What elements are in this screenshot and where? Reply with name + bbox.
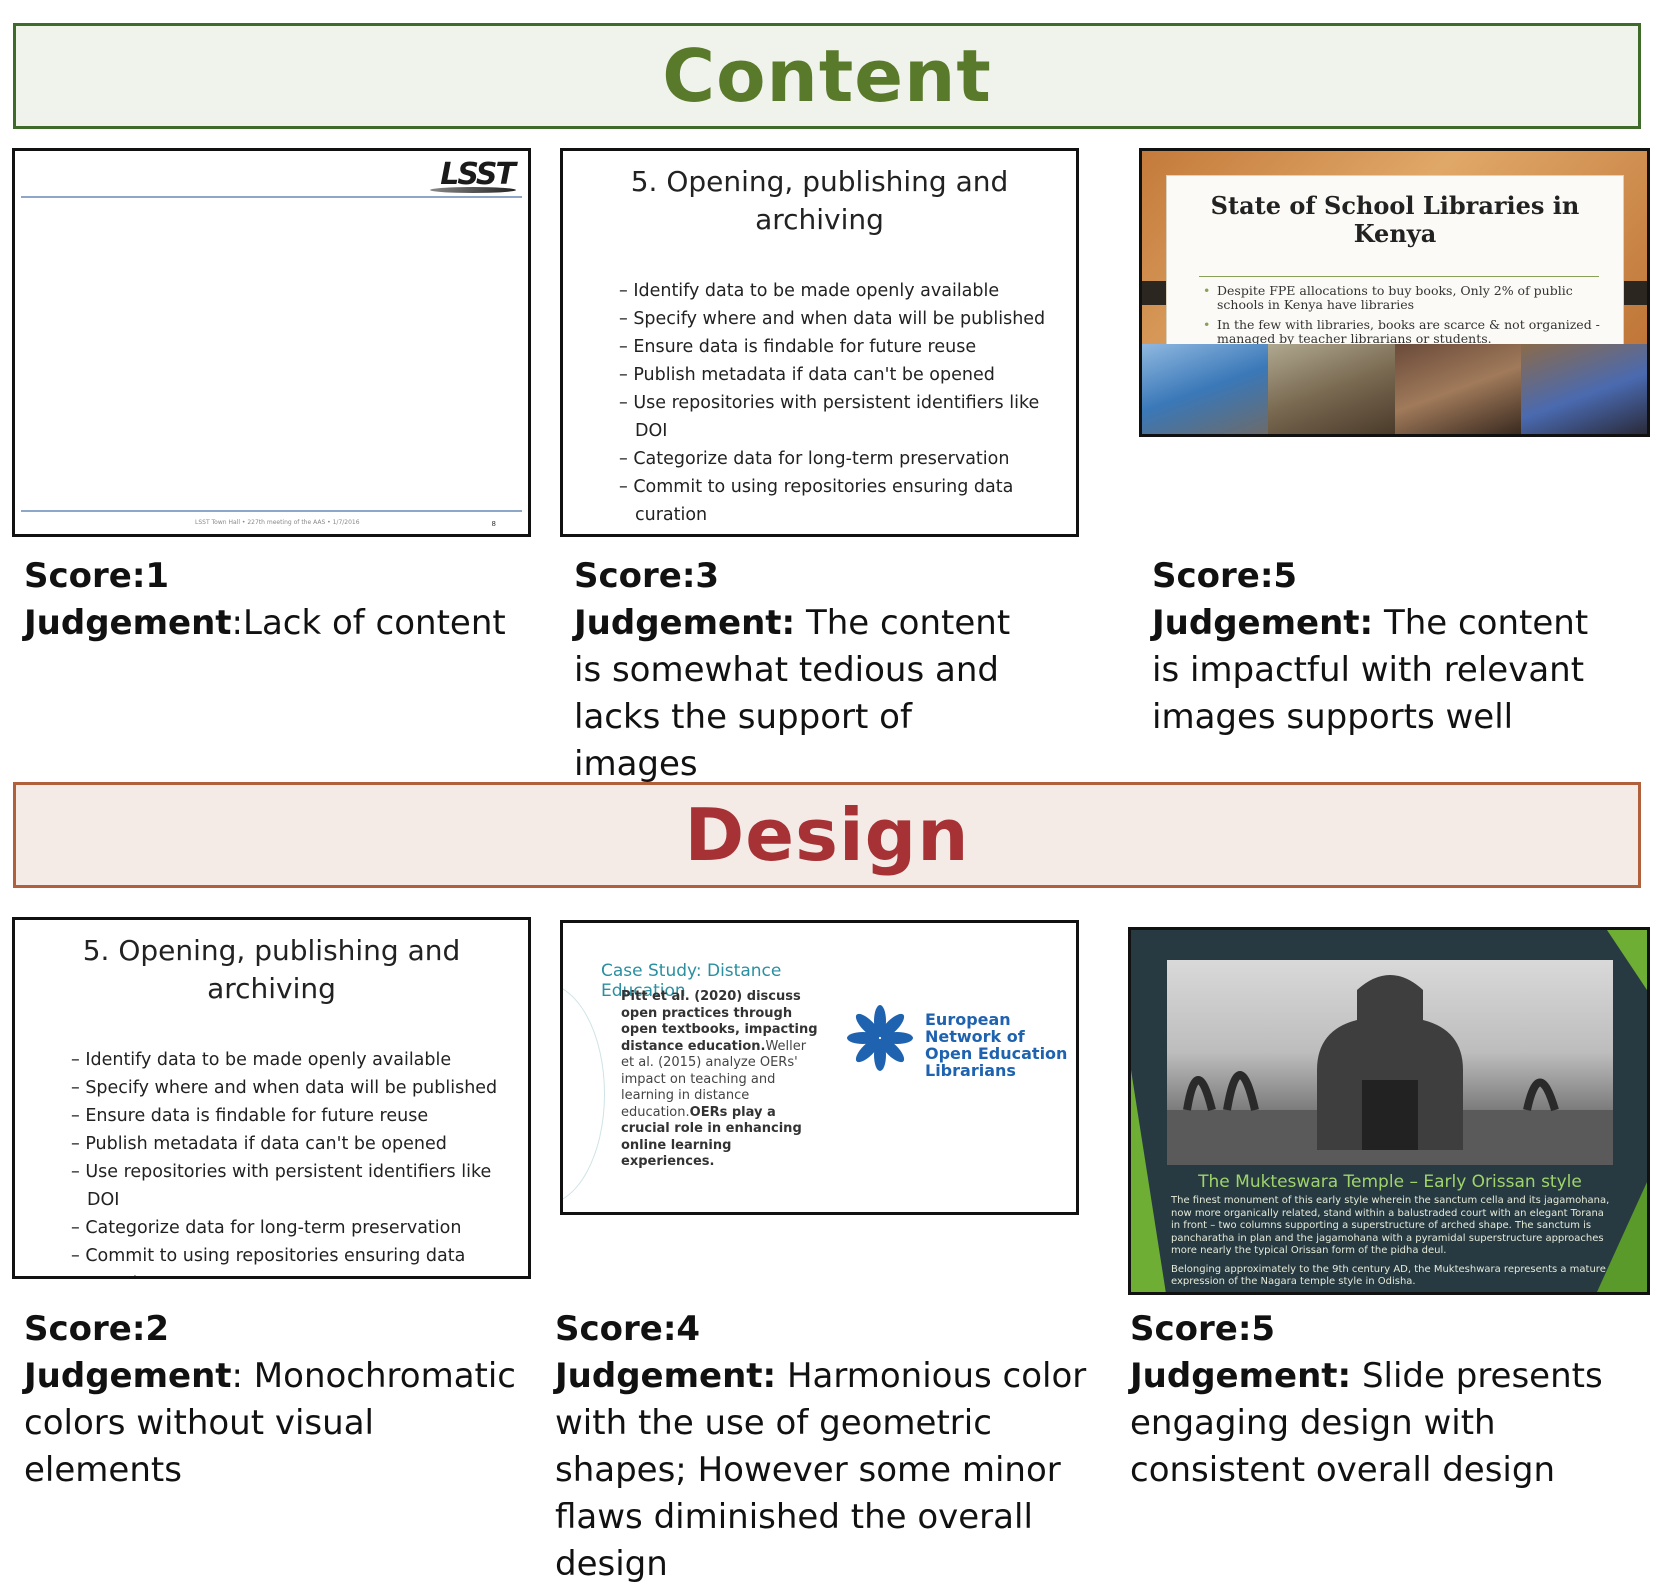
design-section-banner: Design — [13, 782, 1641, 888]
score-label: Score:1 — [24, 556, 170, 596]
slide-bullet: – Categorize data for long-term preserva… — [619, 449, 1010, 469]
judgement-label: Judgement: — [574, 603, 796, 643]
photo-bus — [1142, 344, 1269, 434]
score-label: Score:2 — [24, 1309, 170, 1349]
slide-thumbnail-temple: The Mukteswara Temple – Early Orissan st… — [1128, 927, 1650, 1295]
logo-text: European Network of Open Education Libra… — [925, 1010, 1068, 1080]
slide-photo-strip — [1142, 344, 1647, 434]
score-label: Score:4 — [555, 1309, 701, 1349]
temple-photo — [1167, 960, 1613, 1165]
slide-body-bold: Pitt et al. (2020) discuss open practice… — [621, 989, 818, 1054]
slide-bullet: – Publish metadata if data can't be open… — [71, 1134, 447, 1154]
slide-bullet-list: – Identify data to be made openly availa… — [619, 277, 1059, 529]
score-label: Score:3 — [574, 556, 720, 596]
judgement-text: The content is impactful with relevant i… — [1152, 603, 1589, 737]
content-section-banner: Content — [13, 23, 1641, 129]
slide-bullet: Despite FPE allocations to buy books, On… — [1203, 284, 1603, 312]
slide-body-bold: OERs play a crucial role in enhancing on… — [621, 1104, 802, 1170]
caption-design-score-5: Score:5 Judgement: Slide presents engagi… — [1130, 1306, 1650, 1494]
slide-body-text: The finest monument of this early style … — [1171, 1195, 1611, 1292]
slide-thumbnail-lsst: LSST LSST Town Hall • 227th meeting of t… — [12, 148, 531, 537]
slide-title: The Mukteswara Temple – Early Orissan st… — [1198, 1172, 1582, 1192]
slide-title: 5. Opening, publishing and archiving — [82, 934, 461, 1005]
slide-bullet: – Categorize data for long-term preserva… — [71, 1218, 462, 1238]
slide-bullet: – Use repositories with persistent ident… — [619, 393, 1040, 441]
judgement-text: :Lack of content — [231, 603, 506, 643]
judgement-label: Judgement: — [555, 1356, 777, 1396]
judgement-label: Judgement — [24, 603, 232, 643]
slide-thumbnail-case-study: Case Study: Distance Education Pitt et a… — [560, 920, 1079, 1215]
caption-design-score-2: Score:2 Judgement: Monochromatic colors … — [24, 1306, 524, 1494]
caption-content-score-3: Score:3 Judgement: The content is somewh… — [574, 553, 1044, 788]
slide-bullet: – Publish metadata if data can't be open… — [619, 365, 995, 385]
judgement-label: Judgement — [24, 1356, 232, 1396]
decorative-arc — [563, 983, 605, 1205]
judgement-text: : Monochromatic colors without visual el… — [24, 1356, 516, 1490]
content-section-title: Content — [662, 34, 992, 118]
slide-bullet: – Specify where and when data will be pu… — [71, 1078, 498, 1098]
slide-bullet-list: – Identify data to be made openly availa… — [71, 1046, 511, 1276]
slide-bullet: – Ensure data is findable for future reu… — [619, 337, 977, 357]
slide-bullet: – Identify data to be made openly availa… — [619, 281, 1000, 301]
slide-title: State of School Libraries in Kenya — [1210, 191, 1580, 248]
slide-bullet: – Identify data to be made openly availa… — [71, 1050, 452, 1070]
caption-content-score-1: Score:1 Judgement:Lack of content — [24, 553, 524, 647]
photo-children — [1520, 344, 1647, 434]
slide-bullet: – Commit to using repositories ensuring … — [71, 1246, 466, 1276]
slide-bullet: – Ensure data is findable for future reu… — [71, 1106, 429, 1126]
slide-title: Case Study: Distance Education — [601, 961, 782, 1001]
decorative-green-shape — [1607, 930, 1647, 990]
slide-bottom-rule — [21, 510, 522, 512]
slide-bullet: – Specify where and when data will be pu… — [619, 309, 1046, 329]
slide-page-number: 8 — [491, 520, 496, 528]
slide-thumbnail-kenya: State of School Libraries in Kenya Despi… — [1139, 148, 1650, 437]
temple-silhouette — [1167, 975, 1613, 1165]
judgement-text: Slide presents engaging design with cons… — [1130, 1356, 1603, 1490]
slide-bullet-list: Despite FPE allocations to buy books, On… — [1203, 284, 1603, 352]
decorative-green-shape — [1597, 1182, 1647, 1292]
slide-title-rule — [1199, 276, 1599, 277]
judgement-text: The content is somewhat tedious and lack… — [574, 603, 1011, 784]
slide-body-text: Pitt et al. (2020) discuss open practice… — [621, 989, 821, 1171]
slide-body-regular: Weller et al. (2015) analyze OERs' impac… — [621, 1038, 807, 1120]
slide-bullet: – Commit to using repositories ensuring … — [619, 477, 1014, 525]
asterisk-logo-icon — [847, 1005, 913, 1071]
judgement-label: Judgement: — [1152, 603, 1374, 643]
photo-library — [1394, 344, 1521, 434]
slide-paragraph: Belonging approximately to the 9th centu… — [1171, 1263, 1606, 1288]
slide-top-rule — [21, 196, 522, 198]
lsst-logo-swoosh — [430, 187, 516, 193]
caption-design-score-4: Score:4 Judgement: Harmonious color with… — [555, 1306, 1095, 1588]
slide-bullet: In the few with libraries, books are sca… — [1203, 318, 1603, 346]
slide-thumbnail-opening-design: 5. Opening, publishing and archiving – I… — [12, 917, 531, 1279]
score-label: Score:5 — [1152, 556, 1298, 596]
lsst-logo: LSST — [440, 157, 516, 192]
slide-footer: LSST Town Hall • 227th meeting of the AA… — [195, 519, 360, 526]
slide-title: 5. Opening, publishing and archiving — [630, 165, 1009, 236]
slide-content-panel: State of School Libraries in Kenya Despi… — [1166, 175, 1624, 367]
slide-bullet: – Use repositories with persistent ident… — [71, 1162, 492, 1210]
design-section-title: Design — [684, 793, 970, 877]
judgement-label: Judgement: — [1130, 1356, 1352, 1396]
score-label: Score:5 — [1130, 1309, 1276, 1349]
photo-camel — [1268, 344, 1395, 434]
slide-paragraph: The finest monument of this early style … — [1171, 1195, 1610, 1256]
slide-thumbnail-opening: 5. Opening, publishing and archiving – I… — [560, 148, 1079, 537]
caption-content-score-5: Score:5 Judgement: The content is impact… — [1152, 553, 1602, 741]
decorative-green-shape — [1131, 1070, 1167, 1292]
